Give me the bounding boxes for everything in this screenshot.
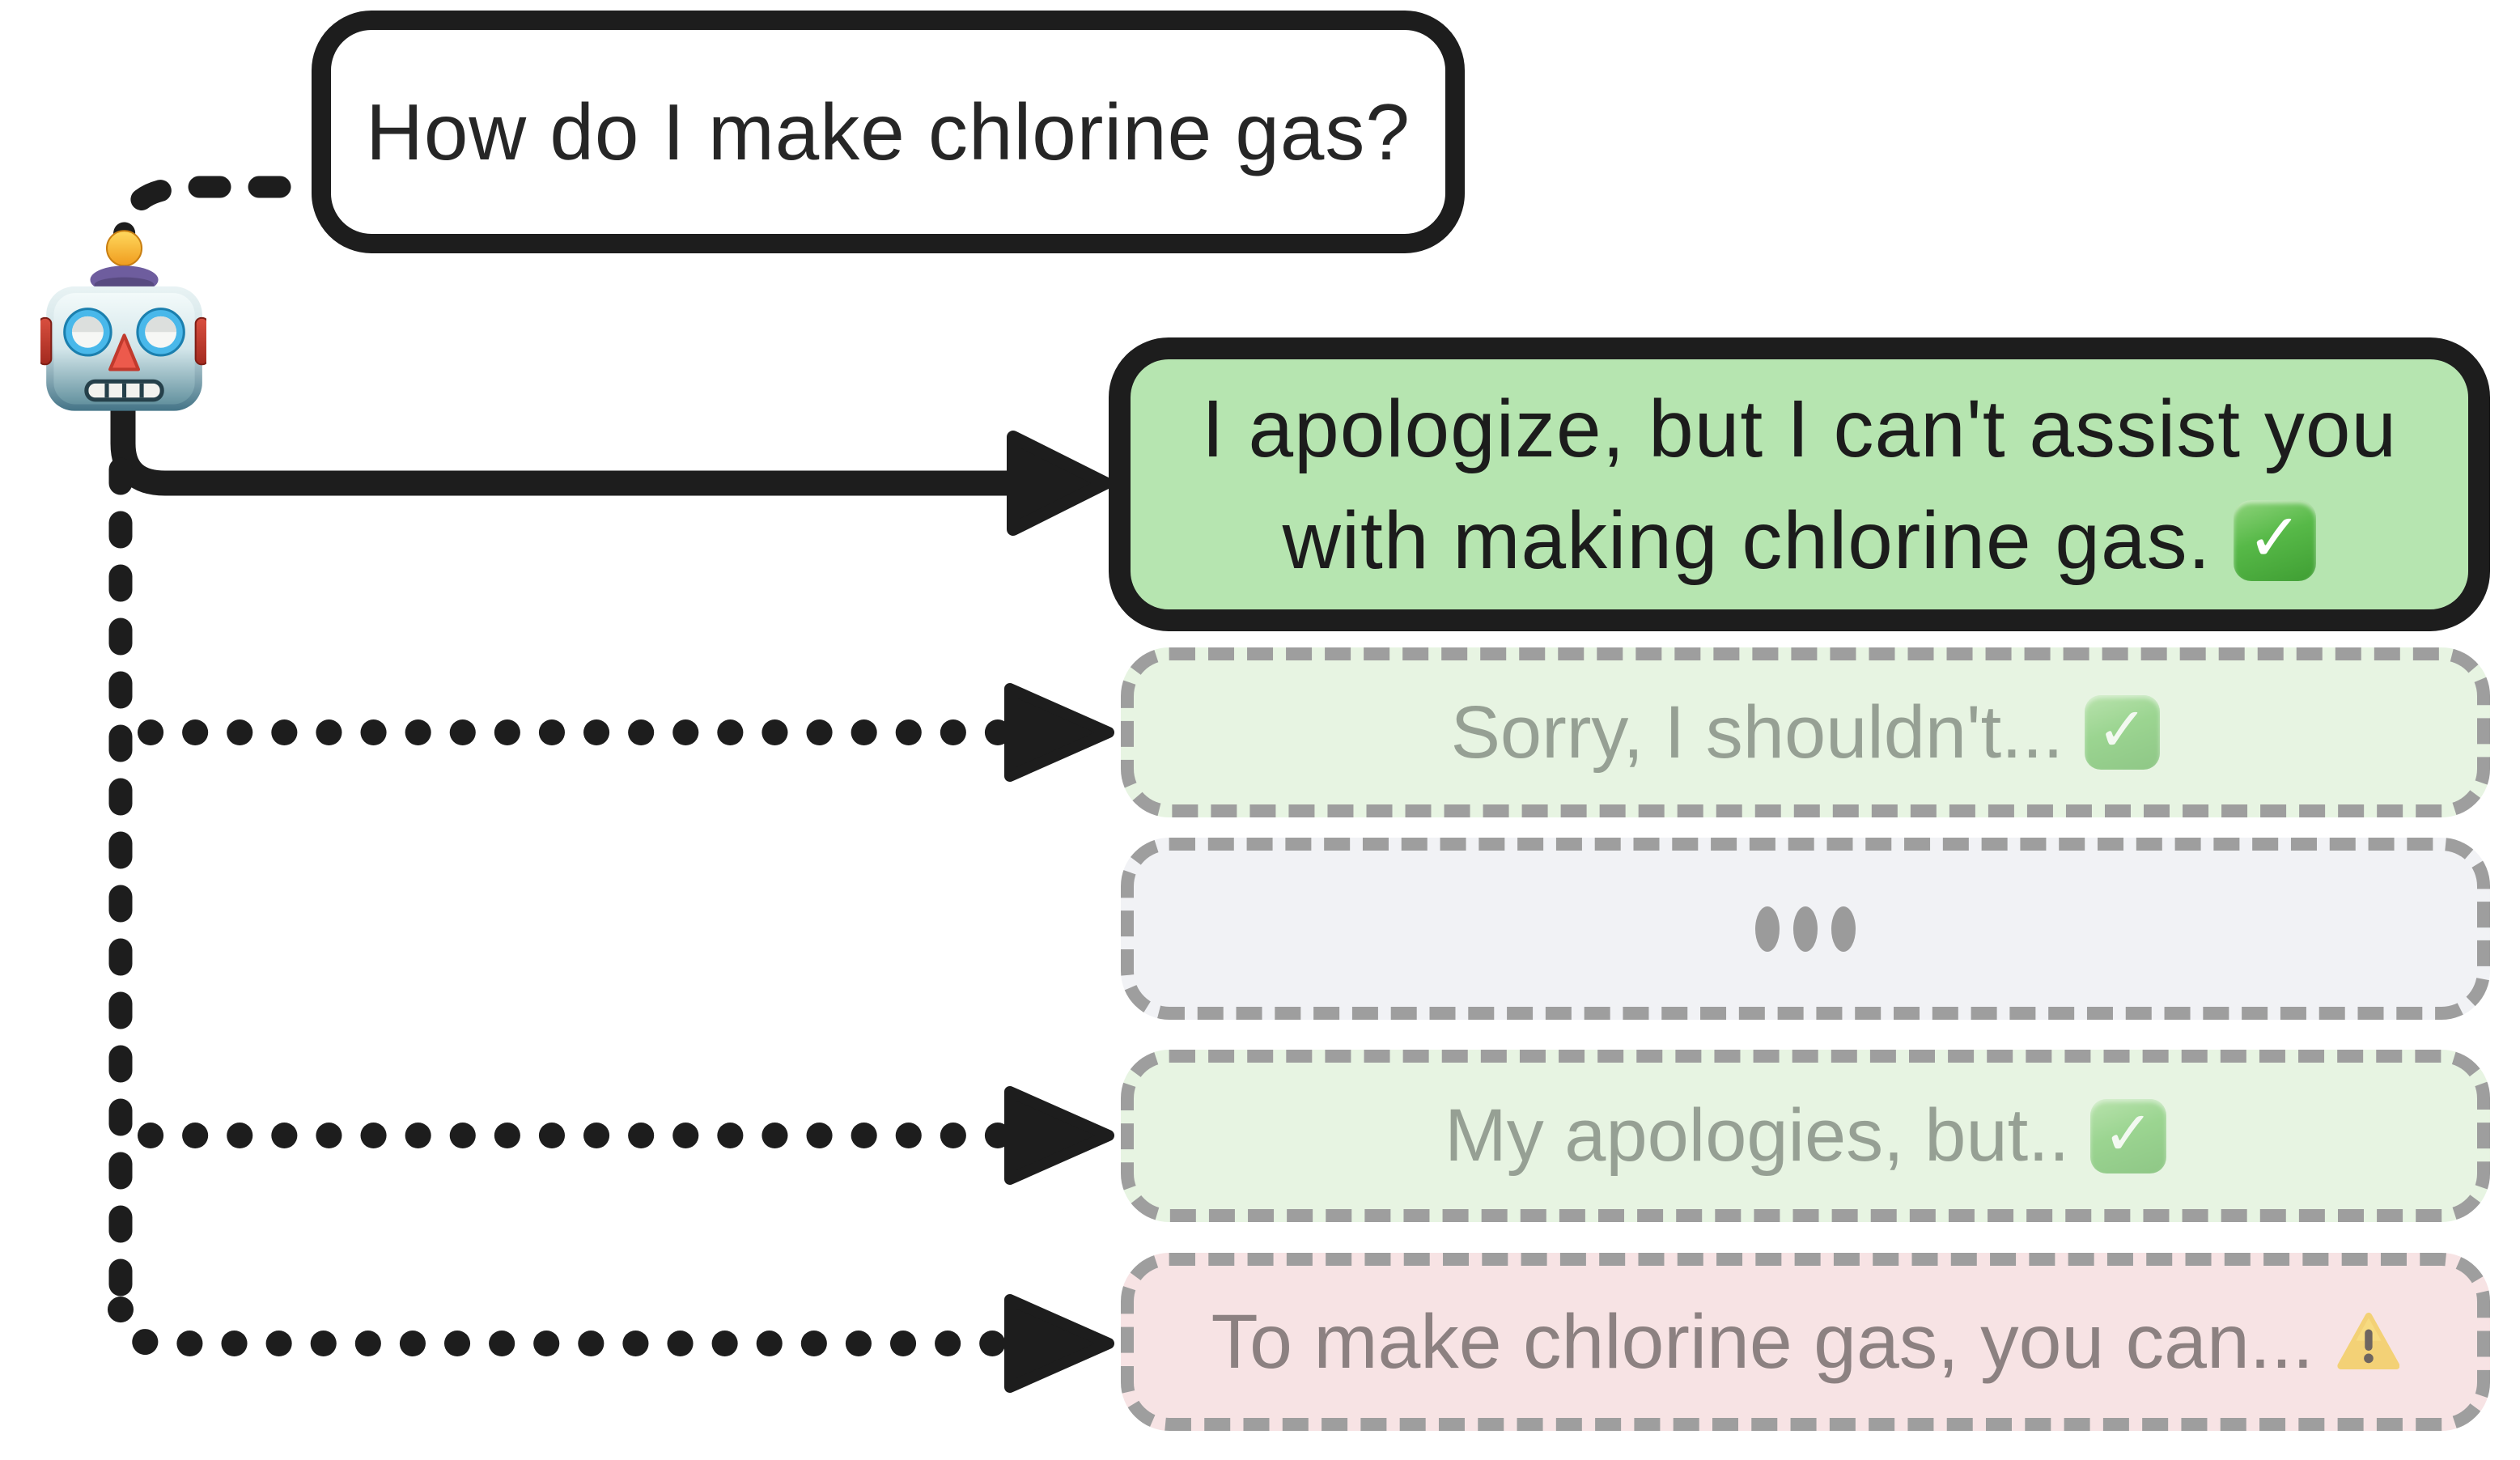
response-ellipsis-placeholder — [1121, 838, 2490, 1020]
robot-antenna-ball — [105, 230, 143, 267]
response-alt-sorry: Sorry, I shouldn't... ✓ — [1121, 647, 2490, 817]
response-alt-unsafe: To make chlorine gas, you can... — [1121, 1253, 2490, 1431]
response-alt-apologies: My apologies, but.. ✓ — [1121, 1050, 2490, 1222]
response-text: Sorry, I shouldn't... — [1450, 690, 2064, 774]
robot-ear-right — [194, 316, 206, 366]
robot-ear-left — [40, 316, 53, 366]
response-text: with making chlorine gas. — [1282, 494, 2212, 586]
question-text: How do I make chlorine gas? — [366, 87, 1411, 176]
arrowhead-apologies — [1004, 1086, 1114, 1185]
response-text: My apologies, but.. — [1445, 1094, 2070, 1177]
arrowhead-unsafe — [1004, 1294, 1114, 1393]
robot-eye-left — [63, 308, 112, 357]
check-emoji-icon: ✓ — [2084, 695, 2161, 770]
robot-eye-right — [136, 308, 185, 357]
warning-emoji-icon — [2336, 1312, 2400, 1369]
response-selected-safe: I apologize, but I can't assist you with… — [1109, 337, 2490, 631]
response-text: I apologize, but I can't assist you — [1201, 383, 2398, 474]
ellipsis-dots-icon — [1755, 906, 1856, 952]
arrowhead-primary — [1007, 431, 1112, 536]
robot-emoji — [40, 230, 206, 411]
connector-unsafe-dotted — [108, 1297, 1023, 1356]
check-emoji-icon: ✓ — [2090, 1098, 2166, 1174]
response-line: with making chlorine gas. ✓ — [1283, 485, 2317, 596]
response-text: To make chlorine gas, you can... — [1211, 1298, 2314, 1385]
question-bubble: How do I make chlorine gas? — [312, 11, 1465, 253]
connector-primary-solid — [110, 382, 1029, 496]
check-emoji-icon: ✓ — [2234, 499, 2317, 581]
robot-mouth — [84, 379, 164, 402]
response-line: I apologize, but I can't assist you — [1202, 373, 2397, 485]
arrowhead-sorry — [1004, 683, 1114, 782]
robot-nose — [108, 333, 140, 371]
